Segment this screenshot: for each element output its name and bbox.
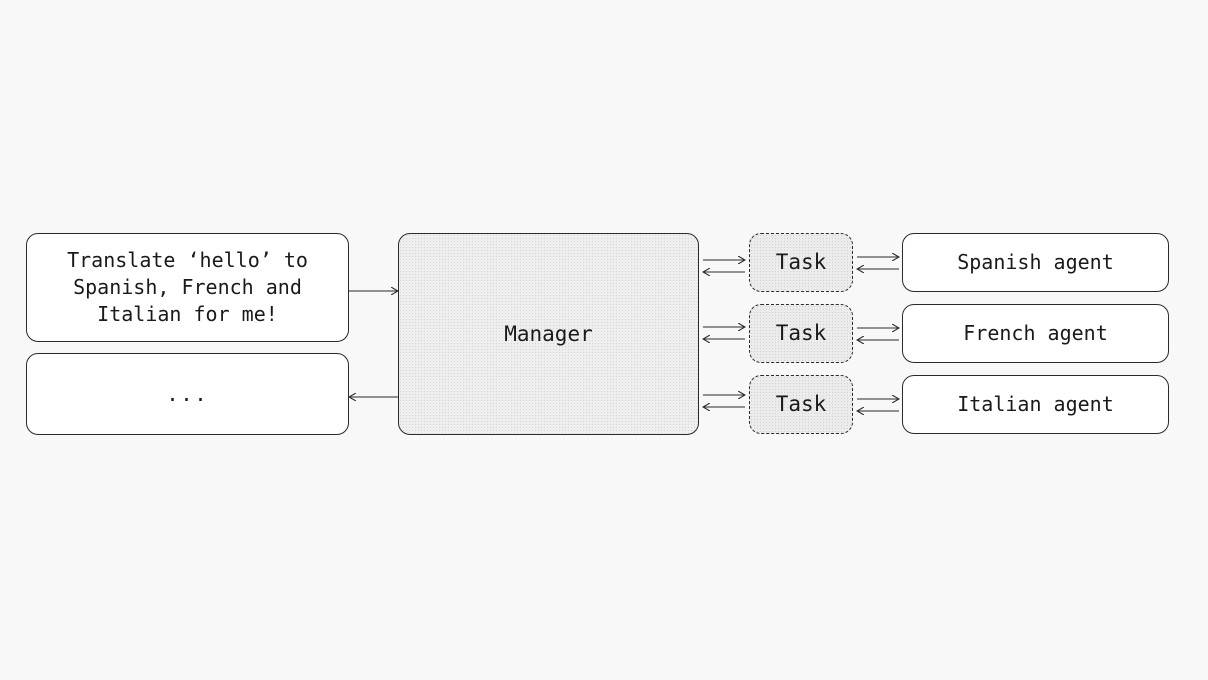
manager-box: Manager: [398, 233, 699, 435]
user-request-box: Translate ‘hello’ to Spanish, French and…: [26, 233, 349, 342]
spanish-agent-box: Spanish agent: [902, 233, 1169, 292]
task-box-italian: Task: [749, 375, 853, 434]
italian-agent-box: Italian agent: [902, 375, 1169, 434]
french-agent-box: French agent: [902, 304, 1169, 363]
task-box-french: Task: [749, 304, 853, 363]
response-box: ...: [26, 353, 349, 435]
task-box-spanish: Task: [749, 233, 853, 292]
